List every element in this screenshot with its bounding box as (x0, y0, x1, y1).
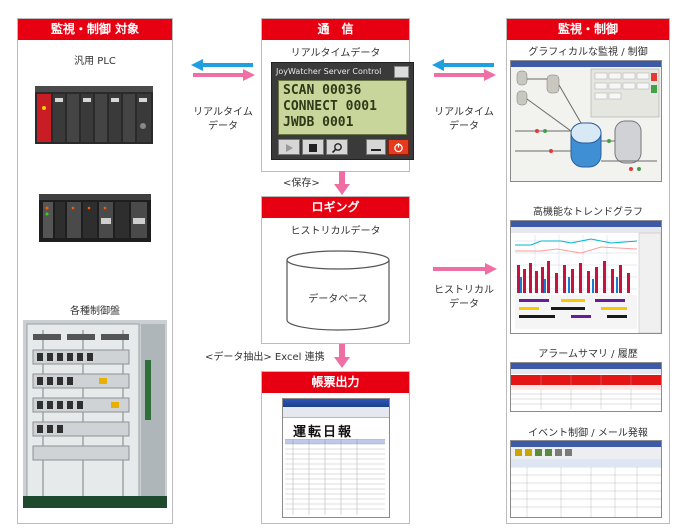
power-button[interactable] (388, 139, 409, 155)
control-panel-image (23, 320, 167, 508)
communication-header: 通 信 (262, 19, 409, 40)
alarm-summary-label: アラームサマリ / 履歴 (538, 349, 638, 360)
plc-image-2 (35, 188, 153, 246)
report-table-grid (285, 439, 385, 515)
server-control-title: JoyWatcher Server Control (276, 67, 382, 76)
minimize-button[interactable] (366, 139, 386, 155)
lcd-line-jwdb: JWDB 0001 (283, 115, 354, 130)
event-control-screenshot (510, 440, 662, 518)
arrow-realtime-to-targets (191, 59, 255, 81)
save-label: <保存> (283, 178, 320, 189)
report-doc-title: 運転日報 (293, 425, 354, 440)
play-icon (286, 144, 293, 152)
report-toolbar (283, 407, 389, 418)
historical-caption-line1: ヒストリカル (434, 285, 494, 296)
trend-graph-label: 高機能なトレンドグラフ (533, 207, 643, 218)
lcd-display: SCAN 00036 CONNECT 0001 JWDB 0001 (278, 80, 407, 135)
server-control-window: JoyWatcher Server Control SCAN 00036 CON… (271, 62, 414, 160)
historical-caption: ヒストリカル データ (424, 284, 504, 312)
report-output-header: 帳票出力 (262, 372, 409, 393)
monitored-targets-header: 監視・制御 対象 (18, 19, 172, 40)
control-panel-label: 各種制御盤 (70, 306, 120, 317)
graphical-monitoring-screenshot (510, 60, 662, 182)
monitoring-control-header: 監視・制御 (507, 19, 669, 40)
minimize-icon (371, 149, 381, 151)
logging-header: ロギング (262, 197, 409, 218)
lcd-line-scan: SCAN 00036 (283, 83, 362, 98)
event-control-label: イベント制御 / メール発報 (528, 428, 648, 439)
trend-graph-screenshot (510, 220, 662, 334)
server-control-menu-icon[interactable] (394, 66, 409, 78)
left-realtime-caption-line2: データ (208, 121, 238, 132)
database-icon (286, 250, 390, 331)
report-screenshot: 運転日報 (282, 398, 390, 518)
plc-label: 汎用 PLC (74, 56, 116, 67)
power-icon (394, 143, 403, 153)
left-realtime-caption-line1: リアルタイム (193, 107, 253, 118)
stop-button[interactable] (302, 139, 324, 155)
database-label: データベース (308, 294, 368, 305)
plc-image-1 (35, 68, 153, 144)
alarm-summary-screenshot (510, 362, 662, 412)
search-button[interactable] (326, 139, 348, 155)
arrow-realtime-to-monitoring (432, 59, 496, 81)
right-realtime-caption-line1: リアルタイム (434, 107, 494, 118)
left-realtime-caption: リアルタイム データ (183, 106, 263, 134)
arrow-down-save (334, 171, 350, 195)
extract-label: <データ抽出> Excel 連携 (205, 352, 325, 363)
play-button[interactable] (278, 139, 300, 155)
historical-caption-line2: データ (449, 299, 479, 310)
stop-icon (309, 144, 317, 152)
report-window-titlebar (283, 399, 389, 407)
historical-data-label: ヒストリカルデータ (290, 226, 381, 237)
lcd-line-connect: CONNECT 0001 (283, 99, 377, 114)
graphical-monitoring-label: グラフィカルな監視 / 制御 (528, 47, 648, 58)
arrow-down-extract (334, 344, 350, 368)
realtime-data-label: リアルタイムデータ (290, 48, 381, 59)
right-realtime-caption: リアルタイム データ (424, 106, 504, 134)
search-icon (331, 143, 342, 154)
right-realtime-caption-line2: データ (449, 121, 479, 132)
arrow-historical-to-trend (433, 263, 497, 275)
